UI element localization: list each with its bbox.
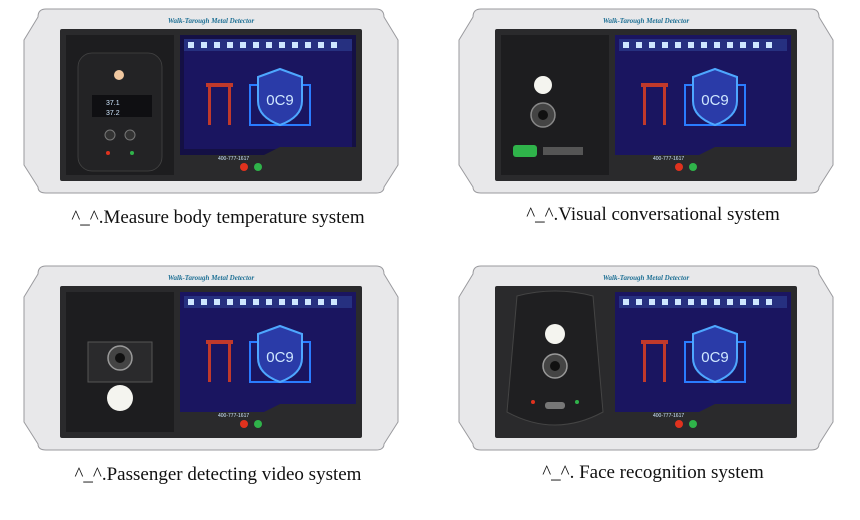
device-illustration: Walk-Tarough Metal Detector 0C9 400-777-… <box>458 8 834 194</box>
device-title: Walk-Tarough Metal Detector <box>168 17 255 25</box>
caption-intercom: ^_^.Visual conversational system <box>526 204 780 225</box>
device-title: Walk-Tarough Metal Detector <box>168 274 255 282</box>
light-icon <box>107 385 133 411</box>
light-icon <box>534 76 552 94</box>
light-icon <box>545 324 565 344</box>
counter-display: 0C9 <box>701 349 729 366</box>
phone-number: 400-777-1617 <box>218 413 249 419</box>
device-panel-temperature: Walk-Tarough Metal Detector 37.1 37.2 0C… <box>18 5 404 195</box>
caption-video: ^_^.Passenger detecting video system <box>74 464 362 485</box>
device-panel-intercom: Walk-Tarough Metal Detector 0C9 400-777-… <box>453 5 839 195</box>
green-indicator <box>130 151 134 155</box>
device-title: Walk-Tarough Metal Detector <box>603 274 690 282</box>
phone-number: 400-777-1617 <box>218 156 249 162</box>
device-illustration: Walk-Tarough Metal Detector 37.1 37.2 0C… <box>23 8 399 194</box>
reading-1: 37.1 <box>106 100 120 107</box>
caption-temperature: ^_^.Measure body temperature system <box>71 207 365 228</box>
caption-face: ^_^. Face recognition system <box>542 462 764 483</box>
red-indicator <box>106 151 110 155</box>
counter-display: 0C9 <box>266 92 294 109</box>
phone-number: 400-777-1617 <box>653 156 684 162</box>
temp-sensor-lens <box>114 70 124 80</box>
counter-display: 0C9 <box>266 349 294 366</box>
device-title: Walk-Tarough Metal Detector <box>603 17 690 25</box>
device-illustration: Walk-Tarough Metal Detector 0C9 400-777-… <box>458 265 834 451</box>
reading-2: 37.2 <box>106 110 120 117</box>
phone-number: 400-777-1617 <box>653 413 684 419</box>
device-illustration: Walk-Tarough Metal Detector 0C9 400-777-… <box>23 265 399 451</box>
counter-display: 0C9 <box>701 92 729 109</box>
device-panel-video: Walk-Tarough Metal Detector 0C9 400-777-… <box>18 262 404 452</box>
device-panel-face: Walk-Tarough Metal Detector 0C9 400-777-… <box>453 262 839 452</box>
